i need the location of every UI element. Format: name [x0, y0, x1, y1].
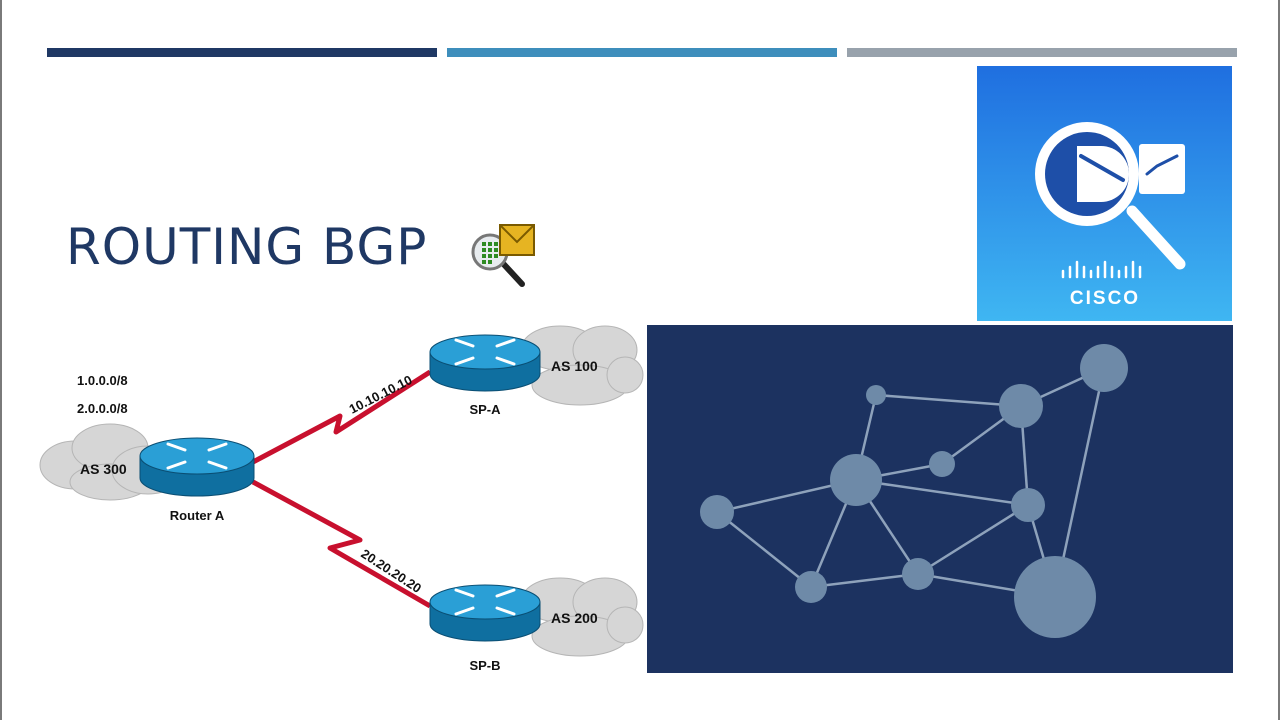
magnifier-envelope-icon: [471, 224, 535, 287]
prefix-label: 2.0.0.0/8: [77, 401, 128, 416]
accent-bar-blue: [447, 48, 837, 57]
network-graph-illustration: [647, 325, 1233, 673]
graph-node: [795, 571, 827, 603]
router-icon: [429, 584, 541, 642]
slide-edge-right: [1278, 0, 1280, 720]
graph-node: [866, 385, 886, 405]
as-label-sp-a: AS 100: [551, 358, 598, 374]
slide-title: ROUTING BGP: [66, 218, 428, 276]
router-icon: [429, 334, 541, 392]
cisco-wordmark: CISCO: [1070, 288, 1140, 309]
slide-edge-left: [0, 0, 2, 720]
cisco-webex-search-icon: [1035, 122, 1186, 270]
graph-node: [1011, 488, 1045, 522]
as-label-sp-b: AS 200: [551, 610, 598, 626]
graph-node: [830, 454, 882, 506]
cloud-as-100: [521, 325, 644, 406]
accent-bar-navy: [47, 48, 437, 57]
sp-a-label: SP-A: [469, 402, 501, 417]
graph-node: [1014, 556, 1096, 638]
graph-node: [929, 451, 955, 477]
bgp-topology-diagram: 1.0.0.0/8 2.0.0.0/8 AS 300 Router A AS 1…: [39, 325, 644, 673]
graph-node: [1080, 344, 1128, 392]
cisco-bars-icon: [1061, 260, 1142, 279]
accent-bar-gray: [847, 48, 1237, 57]
graph-node: [999, 384, 1043, 428]
cloud-as-200: [521, 577, 644, 657]
cloud-as-300: [39, 423, 185, 501]
serial-link-sp-b: [251, 479, 432, 609]
sp-b-label: SP-B: [469, 658, 500, 673]
serial-link-sp-a: [251, 369, 432, 465]
router-a-label: Router A: [170, 508, 225, 523]
prefix-label: 1.0.0.0/8: [77, 373, 128, 388]
graph-node: [700, 495, 734, 529]
graph-node: [902, 558, 934, 590]
link-ip-label: 10.10.10.10: [347, 372, 415, 417]
cisco-logo: CISCO: [977, 66, 1232, 321]
router-icon: [139, 437, 255, 497]
as-label-router-a: AS 300: [80, 461, 127, 477]
